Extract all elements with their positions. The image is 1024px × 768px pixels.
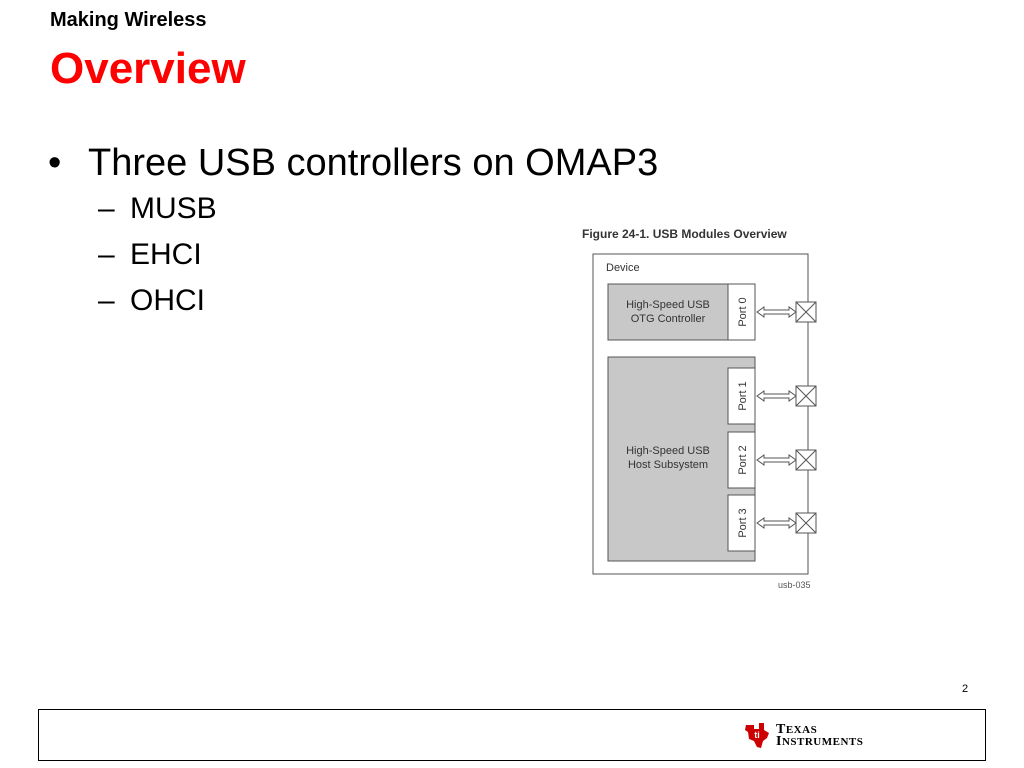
svg-text:ti: ti (754, 730, 760, 740)
ti-state-logo-icon: ti (745, 723, 769, 748)
figure-caption: Figure 24-1. USB Modules Overview (582, 227, 787, 241)
bullet-list: • Three USB controllers on OMAP3 – MUSB … (48, 140, 658, 324)
otg-controller-block (607, 283, 729, 341)
sub-bullet-text: EHCI (130, 238, 202, 271)
sub-bullet-text: OHCI (130, 284, 205, 317)
otg-block-line2: OTG Controller (631, 313, 706, 325)
figure-id: usb-035 (778, 580, 811, 590)
port-label: Port 2 (737, 445, 749, 474)
port-box (727, 367, 756, 425)
usb-modules-figure: Figure 24-1. USB Modules Overview Device… (578, 224, 838, 594)
port-label: Port 0 (737, 297, 749, 326)
sub-bullet-item: – OHCI (98, 278, 658, 324)
bullet-text: Three USB controllers on OMAP3 (88, 142, 659, 184)
sub-bullet-dash: – (98, 192, 115, 225)
footer-bar (38, 709, 986, 761)
port-connection (756, 385, 817, 407)
host-block-line1: High-Speed USB (626, 445, 710, 457)
sub-bullet-item: – MUSB (98, 186, 658, 232)
sub-bullet-item: – EHCI (98, 232, 658, 278)
page-number: 2 (962, 683, 969, 695)
otg-block-line1: High-Speed USB (626, 299, 710, 311)
device-label: Device (606, 262, 640, 274)
port-label: Port 3 (737, 508, 749, 537)
port-connection (756, 512, 817, 534)
port-box (727, 494, 756, 552)
sub-bullet-dash: – (98, 284, 115, 317)
port-box (727, 431, 756, 489)
slide-kicker: Making Wireless (50, 9, 207, 31)
slide-title: Overview (50, 44, 246, 93)
port-connection (756, 449, 817, 471)
ti-wordmark: TEXAS INSTRUMENTS (776, 722, 864, 749)
port-connection (756, 301, 817, 323)
texas-instruments-logo: ti TEXAS INSTRUMENTS (742, 721, 863, 751)
port-label: Port 1 (737, 381, 749, 410)
sub-bullet-text: MUSB (130, 192, 217, 225)
usb-diagram: Figure 24-1. USB Modules Overview Device… (582, 227, 817, 590)
bullet-item: • Three USB controllers on OMAP3 (48, 140, 658, 186)
port-box (727, 283, 756, 341)
bullet-dot: • (48, 142, 62, 184)
sub-bullet-dash: – (98, 238, 115, 271)
host-block-line2: Host Subsystem (628, 459, 708, 471)
